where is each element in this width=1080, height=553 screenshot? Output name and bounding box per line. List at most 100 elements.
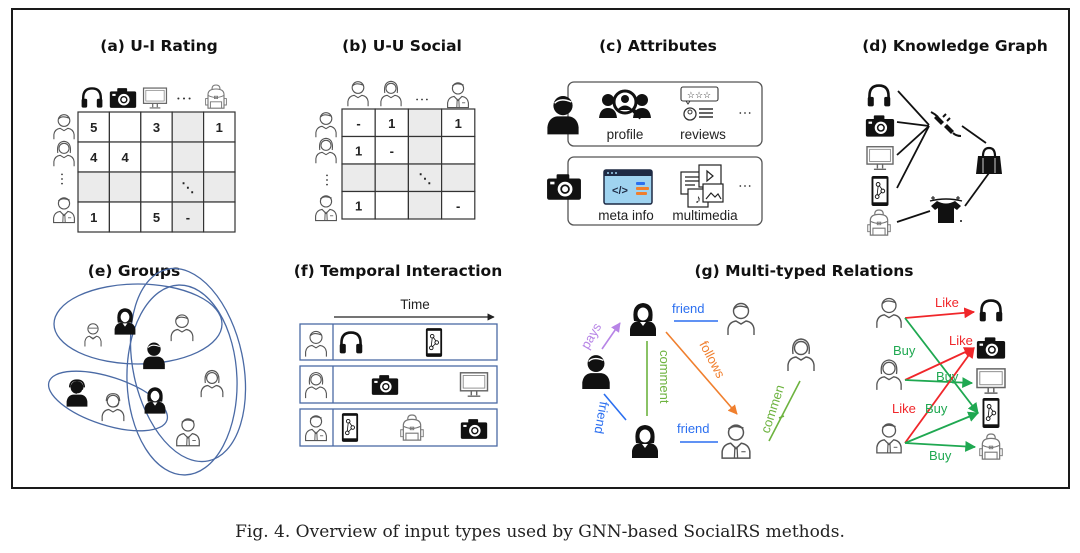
phone-icon [871,175,889,207]
headphones-icon [978,299,1004,323]
user-man-icon [727,302,755,336]
matrix-cell [341,163,376,193]
kg-edge [896,121,930,127]
panel-c-attributes: profile ☆☆☆ reviews </> meta info [546,81,763,226]
matrix-cell [203,111,236,143]
bag-icon [974,146,1004,176]
matrix-cell [374,163,410,193]
clothing-shirt-icon [929,195,963,224]
member-man-icon [170,314,194,342]
matrix-cell-value: 3 [153,120,160,135]
matrix-cell [77,171,110,203]
camera-icon [460,419,488,439]
user-businessman-icon [314,195,338,222]
matrix-cell [171,201,205,233]
reviews-label: reviews [680,127,726,142]
user-businessman-icon [52,197,76,224]
time-axis-label: Time [400,297,430,312]
ui-edge-like [904,307,976,319]
svg-text:☆☆☆: ☆☆☆ [687,90,711,100]
matrix-cell [203,201,236,233]
member-glasses-man-icon [84,323,102,348]
user-woman-dark-icon [632,425,658,458]
panel-f-title: (f) Temporal Interaction [293,262,503,280]
user-attributes-box [567,81,763,147]
meta-info-code-icon: </> [603,169,653,205]
matrix-cell [374,190,410,220]
svg-text:</>: </> [612,185,628,197]
sequence-row [299,365,498,404]
user-woman-dark-icon [630,303,656,336]
backpack-icon [867,209,891,236]
camera-icon [547,174,581,200]
matrix-cell-value: - [456,198,460,213]
user-dark-icon [546,95,580,136]
matrix-cell-value: 5 [153,210,160,225]
matrix-cell [108,141,142,173]
ui-edge-buy [904,441,977,452]
matrix-cell [374,108,410,138]
user-woman-icon [315,137,337,164]
figure-caption: Fig. 4. Overview of input types used by … [235,522,845,542]
matrix-cell [407,108,443,138]
matrix-cell [77,201,110,233]
matrix-cell [140,141,173,173]
matrix-cell-value: - [186,210,190,225]
kg-edge [896,125,930,156]
matrix-cell-value: - [390,143,394,158]
matrix-cell [407,135,443,165]
matrix-cell-value: 1 [455,116,462,131]
ui-edge-label: Buy [936,369,959,384]
user-man-icon [347,81,369,107]
monitor-icon [142,87,168,109]
multimedia-label: multimedia [672,208,738,223]
kg-edge [896,125,930,189]
svg-text:♪: ♪ [695,192,701,206]
monitor-icon [976,368,1006,394]
user-woman-icon [380,80,402,107]
matrix-cell [374,135,410,165]
member-man-dark-icon [142,341,166,370]
group-ellipse [47,370,169,432]
headphones-icon [80,87,104,109]
ui-edge-like [904,347,975,381]
vertical-ellipsis-icon [326,174,328,186]
member-woman-icon [200,369,224,398]
user-businessman-icon [446,82,470,109]
comment-edge [768,380,801,442]
member-woman-dark-icon [144,387,166,414]
ui-edge-label: Like [892,401,916,416]
member-headset-user-icon [101,393,125,422]
friend-label: friend [672,301,705,316]
matrix-cell-value: ⋱ [181,180,194,195]
ui-edge-buy [904,377,974,388]
group-ellipse [53,283,223,365]
user-woman-icon [876,359,902,391]
ellipsis-icon [416,98,428,101]
matrix-cell [203,171,236,203]
user-man-icon [876,297,902,329]
camera-icon [976,337,1006,359]
backpack-icon [979,433,1003,460]
meta-info-label: meta info [598,208,654,223]
kg-edge [961,125,987,144]
backpack-icon [400,414,424,441]
matrix-cell-value: 1 [90,210,97,225]
pays-edge [601,322,621,350]
matrix-cell [108,171,142,203]
vertical-ellipsis-icon [61,173,63,185]
matrix-cell [171,141,205,173]
panel-d-knowledge-graph [865,84,1004,236]
follows-label: follows [696,338,728,381]
ellipsis-icon [177,97,191,100]
friend-label: friend [591,400,611,435]
ui-edge-label: Like [935,295,959,310]
user-man-icon [305,330,327,358]
user-woman-icon [304,371,328,399]
kg-edge [896,210,931,223]
